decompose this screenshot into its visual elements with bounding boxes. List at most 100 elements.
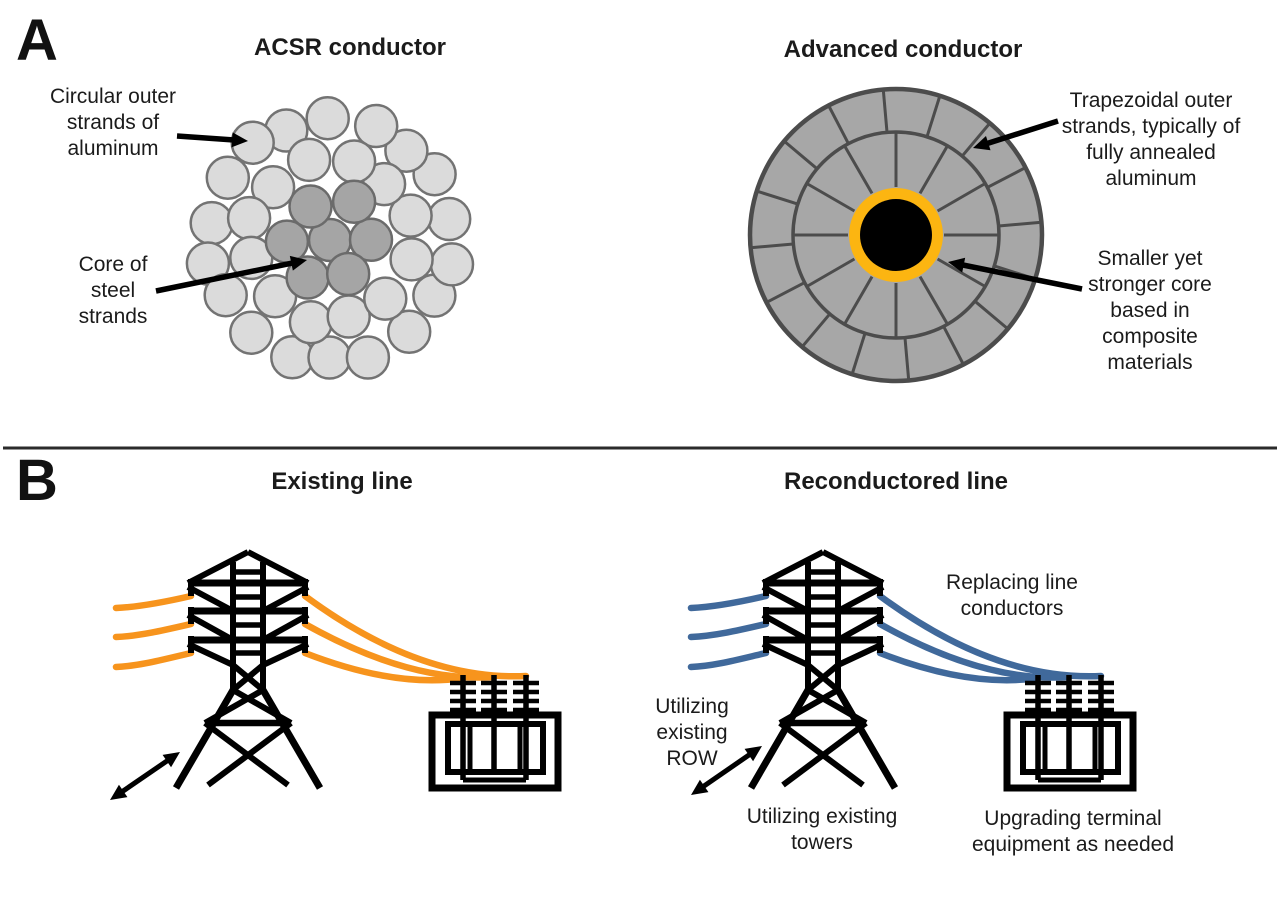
tower-member xyxy=(836,584,885,614)
outer-segment-divider xyxy=(903,337,911,381)
inner-segment-divider xyxy=(918,275,949,325)
reconductored-line-title: Reconductored line xyxy=(783,468,1009,495)
outer-segment-divider xyxy=(756,189,799,206)
conductor-line xyxy=(112,620,195,641)
inner-segment-divider xyxy=(936,257,986,288)
aluminum-strand xyxy=(189,200,234,246)
trapezoidal-strands-label: Trapezoidal outer strands, typically of … xyxy=(1061,89,1241,191)
outer-segment-divider xyxy=(827,104,850,145)
composite-core-arrow xyxy=(959,261,1083,292)
tower-member xyxy=(261,641,310,668)
steel-strand xyxy=(288,184,333,229)
replacing-conductors-label: Replacing line conductors xyxy=(946,571,1078,621)
tower-member xyxy=(806,662,840,693)
tower-member xyxy=(778,687,840,726)
reconductored-row-span-arrow xyxy=(699,750,754,791)
outer-strands-arrow xyxy=(176,133,237,143)
conductor-line xyxy=(301,592,530,680)
outer-segment-divider xyxy=(765,281,806,304)
inner-segment-divider xyxy=(843,145,874,195)
tower-member xyxy=(761,641,810,668)
transmission-tower-icon xyxy=(172,549,324,790)
conductor-line xyxy=(876,649,1042,684)
tower-member xyxy=(186,612,235,643)
conductor-line xyxy=(687,620,770,641)
inner-segment-divider xyxy=(806,182,856,213)
steel-strand xyxy=(325,251,371,297)
terminal-equipment-label: Upgrading terminal equipment as needed xyxy=(972,807,1174,857)
conductor-line xyxy=(301,620,498,681)
aluminum-strand xyxy=(386,309,432,355)
panel-b-letter: B xyxy=(16,448,58,513)
tower-member xyxy=(747,688,812,790)
steel-core-arrow-head xyxy=(289,255,307,271)
inner-segment-divider xyxy=(918,145,949,195)
tower-member xyxy=(761,612,810,643)
panel-a-letter: A xyxy=(16,8,58,73)
tower-member xyxy=(261,612,310,643)
tower-member xyxy=(231,687,293,726)
inner-segment-divider xyxy=(806,257,856,288)
panel-b-annotation-arrows xyxy=(110,746,762,800)
tower-member xyxy=(836,641,885,668)
outer-segment-divider xyxy=(961,122,991,158)
steel-core-arrow xyxy=(155,259,296,294)
reconductored-row-span-arrow-head xyxy=(744,746,762,762)
tower-member xyxy=(821,549,885,586)
tower-member xyxy=(836,612,885,643)
existing-line-figure xyxy=(112,549,562,792)
tower-member xyxy=(761,549,825,586)
existing-row-span-arrow-head xyxy=(110,784,128,800)
outer-segment-divider xyxy=(750,242,794,250)
conductor-line xyxy=(687,649,770,671)
aluminum-strand xyxy=(205,155,251,200)
aluminum-strand xyxy=(226,195,272,241)
existing-line-title: Existing line xyxy=(271,468,413,495)
acsr-conductor-figure xyxy=(185,95,475,380)
tower-member xyxy=(781,720,868,788)
aluminum-strand xyxy=(353,103,399,149)
tower-member xyxy=(231,662,265,693)
steel-strand xyxy=(331,179,377,225)
aluminum-strand xyxy=(286,137,332,183)
transformer-icon xyxy=(428,675,562,792)
aluminum-strand xyxy=(429,242,475,287)
tower-member xyxy=(806,687,868,726)
aluminum-strand xyxy=(331,139,377,184)
panel-a-annotation-arrows xyxy=(155,118,1083,294)
conductor-line xyxy=(112,592,195,612)
advanced-conductor-figure xyxy=(747,86,1045,384)
outer-strands-arrow-head xyxy=(231,132,248,148)
outer-segment-divider xyxy=(850,332,867,375)
aluminum-strand xyxy=(305,95,350,141)
aluminum-strand xyxy=(229,310,274,355)
aluminum-strand xyxy=(288,300,334,345)
tower-member xyxy=(206,720,293,788)
existing-row-span-arrow-head xyxy=(162,752,180,768)
aluminum-strand xyxy=(388,193,433,238)
composite-core-arrow-head xyxy=(948,257,966,273)
outer-segment-divider xyxy=(881,89,889,133)
steel-strand xyxy=(348,217,394,263)
conductor-line xyxy=(112,649,195,671)
conductor-line xyxy=(876,620,1073,681)
trapezoidal-strands-arrow-head xyxy=(973,136,991,151)
inner-segment-divider xyxy=(936,182,986,213)
tower-member xyxy=(186,641,235,668)
outer-segment-divider xyxy=(783,140,819,170)
composite-core xyxy=(860,199,932,271)
existing-towers-label: Utilizing existing towers xyxy=(746,805,898,855)
existing-row-label: Utilizing existing ROW xyxy=(655,695,729,771)
acsr-conductor-title: ACSR conductor xyxy=(254,34,446,61)
existing-row-span-arrow xyxy=(118,756,172,796)
composite-core-label: Smaller yet stronger core based in compo… xyxy=(1088,247,1212,375)
advanced-conductor-title: Advanced conductor xyxy=(783,36,1023,63)
outer-segment-divider xyxy=(942,325,965,366)
tower-member xyxy=(186,584,235,614)
tower-member xyxy=(172,688,237,790)
aluminum-strand xyxy=(363,276,408,321)
conductor-line xyxy=(876,592,1105,680)
outer-segment-divider xyxy=(801,312,831,348)
aluminum-strand xyxy=(389,237,434,282)
